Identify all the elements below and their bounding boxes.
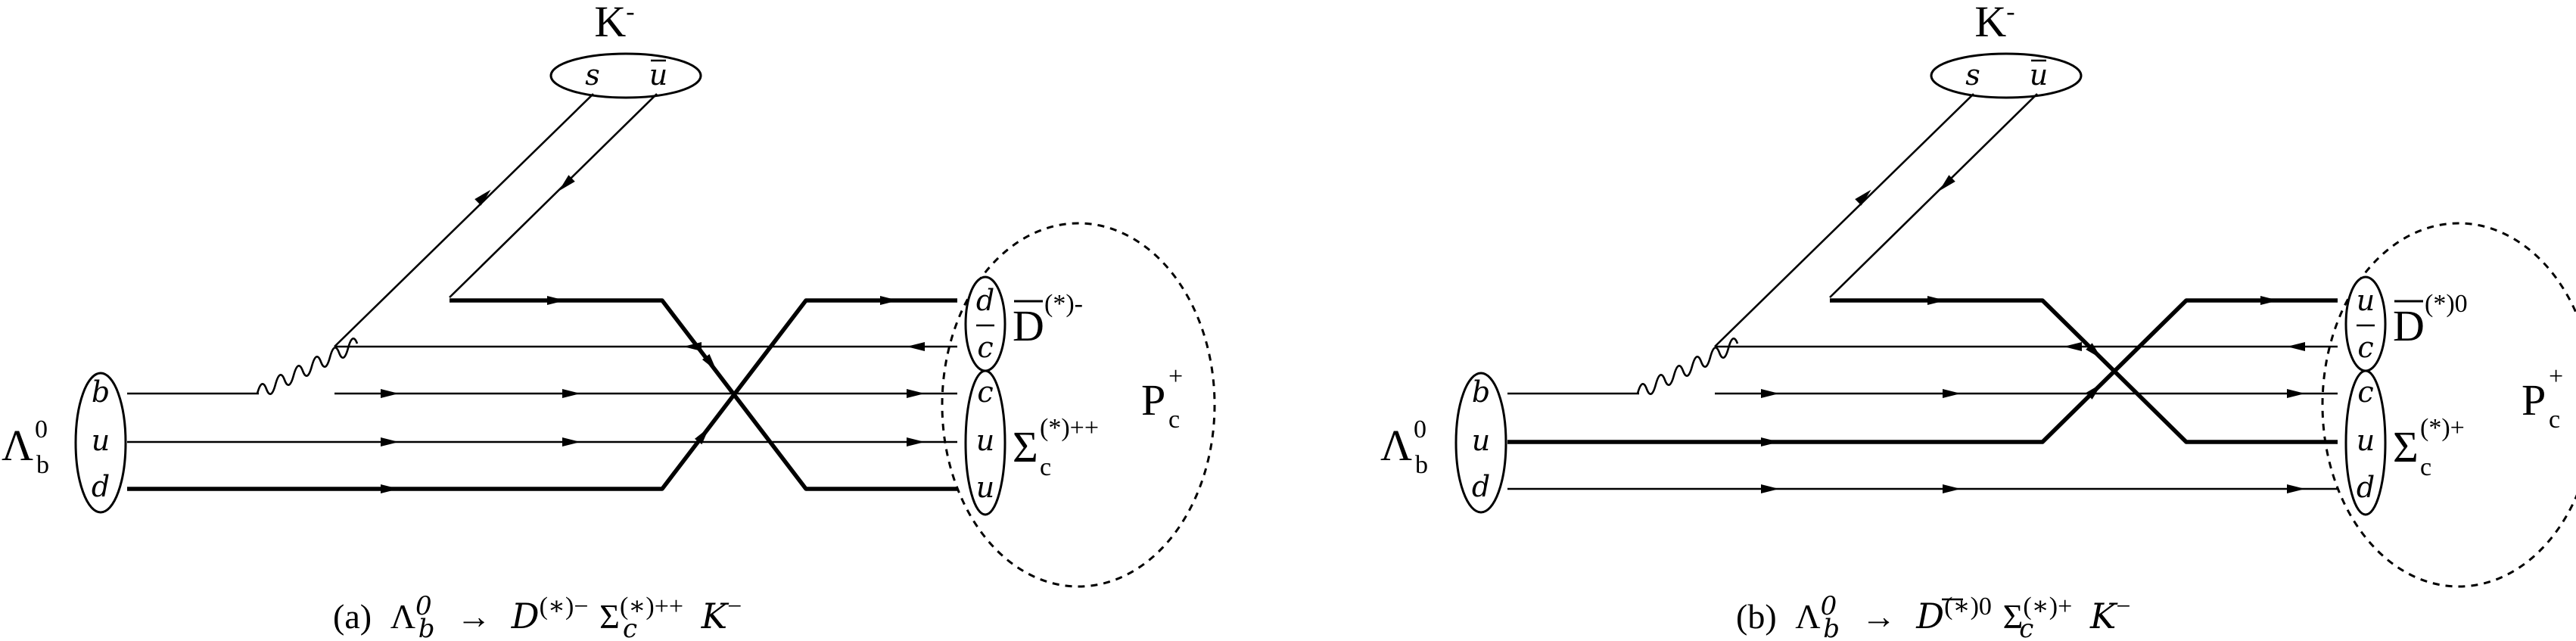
quark-s-label: s (585, 58, 600, 92)
svg-text:P: P (1141, 375, 1165, 425)
dbar-label: D (*)- (1013, 290, 1083, 350)
svg-text:P: P (2522, 375, 2546, 425)
sigma-c-oval (2344, 369, 2387, 516)
svg-text:u: u (2030, 58, 2048, 92)
svg-text:c: c (2420, 453, 2431, 481)
svg-text:u: u (1472, 424, 1490, 457)
svg-text:D: D (2393, 301, 2425, 350)
pentaquark-envelope (941, 222, 1216, 588)
dbar-label: D (*)0 (2393, 290, 2468, 350)
k-meson-a: K- s u (549, 0, 702, 99)
svg-text:K-: K- (1974, 0, 2014, 46)
svg-text:c: c (2549, 406, 2560, 434)
svg-text:Σ: Σ (1013, 422, 1038, 471)
svg-text:(a) Λ0b →: (a) Λ0b → D(∗)− Σ(∗)++c K− (333, 582, 742, 641)
lambda-b-oval (74, 372, 127, 514)
panel-a: K- s u (2, 0, 1216, 641)
panel-b: K- s u b (1380, 0, 2576, 641)
svg-text:d: d (1472, 470, 1490, 503)
sigma-c-oval (964, 369, 1006, 516)
sigma-c-label: Σ (*)++ c (1013, 414, 1099, 481)
svg-text:D: D (1013, 301, 1044, 350)
svg-text:d: d (976, 284, 994, 317)
lambda-b-oval (1454, 372, 1507, 514)
svg-text:u: u (976, 471, 994, 504)
svg-text:b: b (1415, 451, 1428, 479)
pentaquark-envelope (2321, 222, 2576, 588)
svg-text:Σ: Σ (2393, 422, 2419, 471)
svg-text:c: c (2357, 331, 2373, 364)
pentaquark-label: P + c (1141, 363, 1183, 434)
svg-text:Λ: Λ (2, 421, 33, 470)
svg-text:+: + (1168, 363, 1183, 391)
svg-text:(b) Λ0b →: (b) Λ0b → D(∗)0 Σ(∗)+c K− (1736, 582, 2131, 641)
svg-text:(*)0: (*)0 (2425, 290, 2468, 318)
lambda-b-label: Λ 0 b (2, 415, 49, 479)
svg-text:(*)-: (*)- (1044, 290, 1083, 318)
w-boson-line (256, 338, 359, 395)
svg-text:c: c (2357, 375, 2373, 409)
u-popped-quark-line (1830, 298, 2338, 444)
svg-text:u: u (976, 424, 994, 457)
svg-text:s: s (1965, 58, 1980, 92)
svg-text:u: u (2357, 284, 2375, 317)
k-meson-oval (549, 52, 702, 99)
svg-text:c: c (977, 331, 993, 364)
u-quark-line (1507, 298, 2338, 444)
k-meson-oval (1930, 52, 2083, 99)
s-quark-line (1714, 93, 1974, 347)
svg-text:u: u (92, 424, 110, 457)
svg-text:c: c (977, 375, 993, 409)
pentaquark-label: P + c (2522, 363, 2563, 434)
svg-text:b: b (92, 375, 110, 409)
svg-text:c: c (1040, 453, 1051, 481)
ubar-quark-line (1829, 93, 2038, 298)
svg-text:(*)++: (*)++ (1040, 414, 1099, 442)
svg-text:d: d (92, 470, 110, 503)
svg-text:b: b (1472, 375, 1490, 409)
sigma-c-label: Σ (*)+ c (2393, 414, 2465, 481)
d-quark-line (127, 298, 957, 491)
svg-text:0: 0 (35, 415, 48, 443)
svg-text:c: c (1168, 406, 1180, 434)
w-boson-line (1636, 338, 1739, 395)
u-popped-quark-line (450, 298, 957, 491)
svg-text:(*)+: (*)+ (2420, 414, 2465, 442)
quark-ubar-label: u (649, 58, 667, 92)
svg-text:b: b (36, 451, 49, 479)
svg-text:Λ: Λ (1380, 421, 1412, 470)
k-meson-b: K- s u (1930, 0, 2083, 99)
ubar-quark-line (449, 93, 658, 298)
lambda-b-label: Λ 0 b (1380, 415, 1428, 479)
svg-text:u: u (2357, 424, 2375, 457)
s-quark-line (334, 93, 594, 347)
svg-text:d: d (2357, 471, 2375, 504)
svg-text:0: 0 (1414, 415, 1426, 443)
svg-text:K-: K- (594, 0, 634, 46)
svg-text:+: + (2549, 363, 2563, 391)
